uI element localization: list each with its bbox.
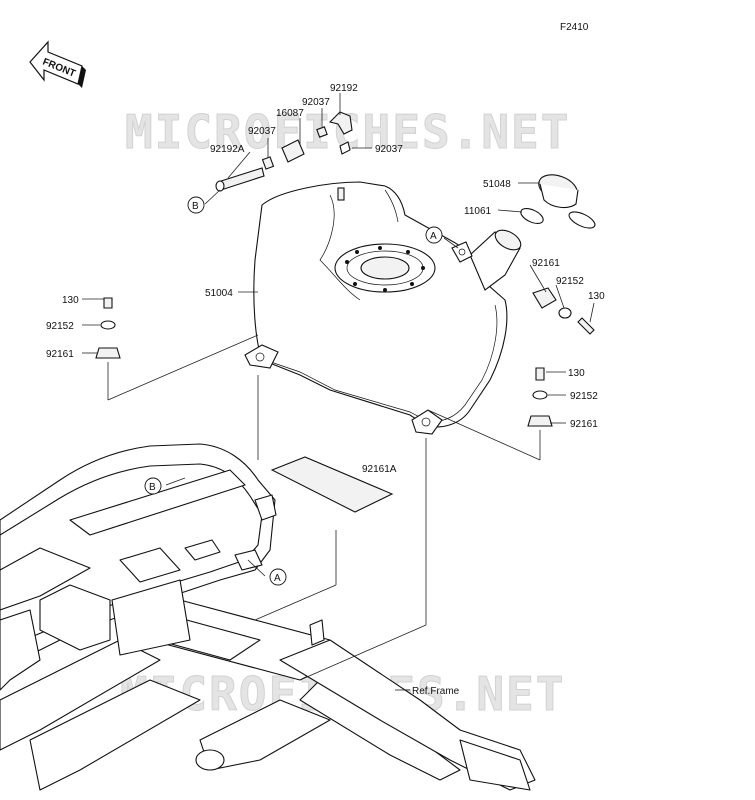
part-51048: 51048 — [483, 179, 511, 190]
fuel-cap-51048 — [520, 174, 596, 229]
part-11061: 11061 — [464, 206, 492, 217]
vehicle-frame — [0, 443, 536, 791]
part-92152-low: 92152 — [570, 391, 598, 402]
part-16087: 16087 — [276, 108, 304, 119]
callout-a-tank: A — [425, 226, 443, 244]
callout-b-frame-label: B — [149, 482, 156, 493]
part-92161-right: 92161 — [532, 258, 560, 269]
callout-a-frame: A — [269, 568, 287, 586]
part-92037-left: 92037 — [248, 126, 276, 137]
figure-code: F2410 — [560, 22, 589, 33]
tank-pad-92161A — [270, 456, 394, 513]
part-92192: 92192 — [330, 83, 358, 94]
callout-b-frame: B — [144, 477, 162, 495]
part-130-left: 130 — [62, 295, 79, 306]
part-130-low: 130 — [568, 368, 585, 379]
front-arrow-icon: FRONT — [29, 40, 86, 88]
callout-b-hose: B — [187, 196, 205, 214]
part-130-right: 130 — [588, 291, 605, 302]
part-92161A: 92161A — [362, 464, 397, 475]
part-92152-right: 92152 — [556, 276, 584, 287]
part-92152-left: 92152 — [46, 321, 74, 332]
part-92161-left: 92161 — [46, 349, 74, 360]
callout-a-tank-label: A — [430, 231, 437, 242]
part-51004: 51004 — [205, 288, 233, 299]
ref-frame-label: Ref.Frame — [412, 686, 460, 697]
breather-hose-assembly — [215, 111, 353, 192]
fuel-tank-51004 — [244, 181, 522, 435]
leader-lines — [82, 93, 595, 691]
callout-b-hose-label: B — [192, 201, 199, 212]
right-mount-hardware — [95, 287, 595, 427]
callout-a-frame-label: A — [274, 573, 281, 584]
part-92161-low: 92161 — [570, 419, 598, 430]
part-92037-right: 92037 — [375, 144, 403, 155]
part-92192A: 92192A — [210, 144, 245, 155]
part-92037-top: 92037 — [302, 97, 330, 108]
